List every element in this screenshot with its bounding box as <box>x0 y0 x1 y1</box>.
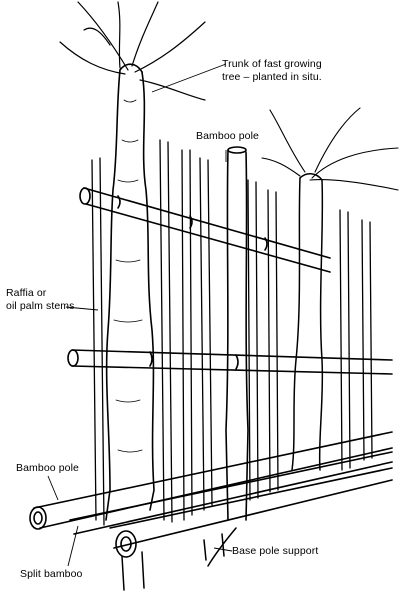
right-tree-branches <box>261 107 399 191</box>
trunk-label-line1: Trunk of fast growing <box>222 58 322 70</box>
right-tree-trunk <box>291 173 324 471</box>
middle-horizontal-pole <box>67 349 393 375</box>
raffia-stems <box>91 139 373 526</box>
trunk-label-line2: tree – planted in situ. <box>222 71 322 83</box>
leader-lines <box>47 63 233 567</box>
left-tree-branches <box>59 1 206 101</box>
upright-bamboo-pole <box>225 146 249 521</box>
left-tree-trunk <box>105 63 155 521</box>
bamboo-pole-left-label: Bamboo pole <box>16 462 79 474</box>
base-pole-support-label: Base pole support <box>232 545 319 557</box>
raffia-label-line2: oil palm stems <box>6 300 75 312</box>
trunk-label: Trunk of fast growing tree – planted in … <box>222 58 372 84</box>
raffia-label: Raffia or oil palm stems <box>6 287 75 313</box>
raffia-label-line1: Raffia or <box>6 287 47 299</box>
split-bamboo-label: Split bamboo <box>20 568 83 580</box>
bamboo-pole-top-label: Bamboo pole <box>196 130 259 142</box>
base-pole-supports <box>121 527 237 591</box>
lower-horizontal-poles <box>29 431 393 558</box>
upper-horizontal-pole <box>79 187 331 273</box>
